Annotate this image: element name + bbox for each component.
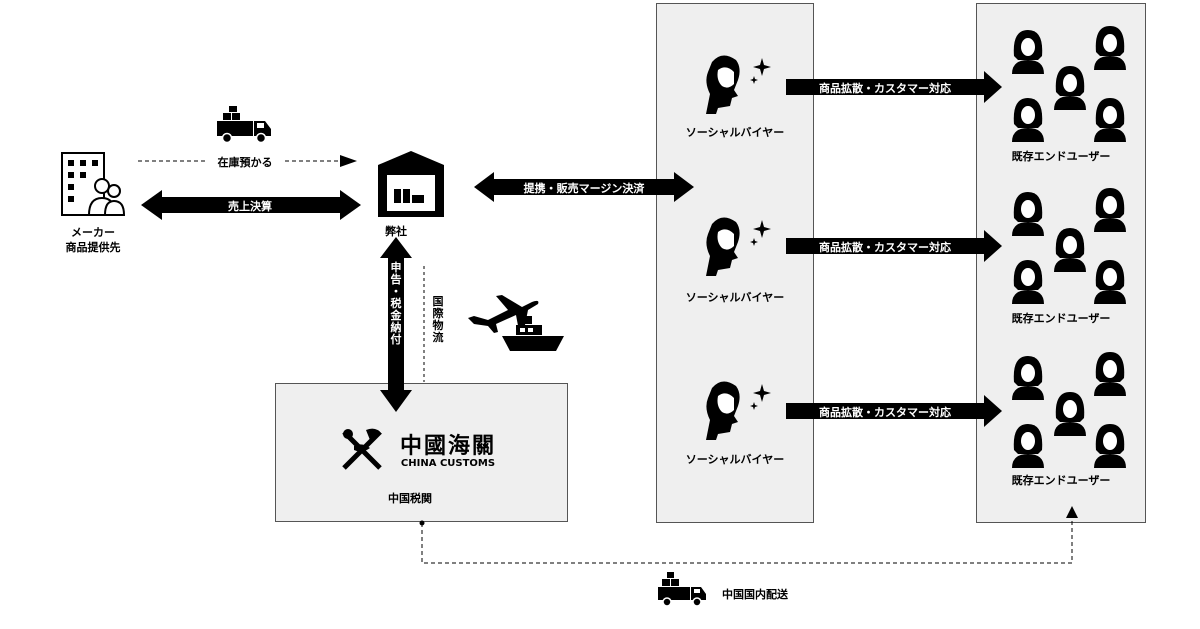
buyer-label-1: ソーシャルバイヤー xyxy=(685,126,785,139)
buyer-label-3: ソーシャルバイヤー xyxy=(685,453,785,466)
user-person-icon xyxy=(1054,66,1086,110)
domestic-delivery-label: 中国国内配送 xyxy=(722,588,788,601)
truck-icon-bottom xyxy=(658,572,706,607)
headset-operator-icon xyxy=(706,55,771,114)
user-person-icon xyxy=(1012,30,1044,74)
sales-settlement-arrow xyxy=(141,190,361,220)
spread-arrow-1 xyxy=(786,71,1002,103)
user-person-icon xyxy=(1012,98,1044,142)
user-person-icon xyxy=(1094,26,1126,70)
headset-operator-icon xyxy=(706,217,771,276)
stock-label: 在庫預かる xyxy=(205,154,285,170)
customs-logo-chinese: 中國海關 xyxy=(399,433,496,459)
maker-label-line1: メーカー xyxy=(71,226,115,239)
company-label: 弊社 xyxy=(385,225,407,238)
user-label-1: 既存エンドユーザー xyxy=(1011,150,1111,163)
maker-label-line2: 商品提供先 xyxy=(65,241,121,254)
partnership-label: 提携・販売マージン決済 xyxy=(523,182,645,195)
customs-logo-text: CHINA CUSTOMS xyxy=(400,458,496,469)
user-person-icon xyxy=(1094,352,1126,396)
office-building-people-icon xyxy=(61,152,126,216)
intl-logistics-label: 国際物流 xyxy=(432,295,444,344)
user-label-2: 既存エンドユーザー xyxy=(1011,312,1111,325)
headset-operator-icon xyxy=(706,381,771,440)
truck-icon xyxy=(217,106,271,144)
sales-settlement-label: 売上決算 xyxy=(228,200,272,213)
spread-label-2: 商品拡散・カスタマー対応 xyxy=(819,241,951,254)
user-person-icon xyxy=(1094,260,1126,304)
maker-label: メーカー 商品提供先 xyxy=(48,225,138,255)
user-person-icon xyxy=(1012,356,1044,400)
user-person-icon xyxy=(1054,392,1086,436)
declare-tax-label: 申告・税金納付 xyxy=(390,261,402,346)
declare-tax-arrow xyxy=(380,237,412,412)
spread-arrow-3 xyxy=(786,395,1002,427)
customs-label: 中国税関 xyxy=(388,492,432,505)
spread-label-1: 商品拡散・カスタマー対応 xyxy=(819,82,951,95)
user-person-icon xyxy=(1094,98,1126,142)
user-person-icon xyxy=(1054,228,1086,272)
user-person-icon xyxy=(1012,192,1044,236)
user-person-icon xyxy=(1094,188,1126,232)
user-label-3: 既存エンドユーザー xyxy=(1011,474,1111,487)
warehouse-icon xyxy=(378,151,444,217)
partnership-arrow xyxy=(474,172,694,202)
customs-emblem-icon xyxy=(342,428,382,470)
ship-icon xyxy=(502,316,564,351)
user-groups xyxy=(1012,26,1126,468)
spread-arrow-2 xyxy=(786,230,1002,262)
user-person-icon xyxy=(1094,424,1126,468)
buyer-label-2: ソーシャルバイヤー xyxy=(685,291,785,304)
user-person-icon xyxy=(1012,260,1044,304)
spread-label-3: 商品拡散・カスタマー対応 xyxy=(819,406,951,419)
user-person-icon xyxy=(1012,424,1044,468)
airplane-icon xyxy=(468,295,539,333)
domestic-delivery-dashed-route xyxy=(419,506,1078,564)
